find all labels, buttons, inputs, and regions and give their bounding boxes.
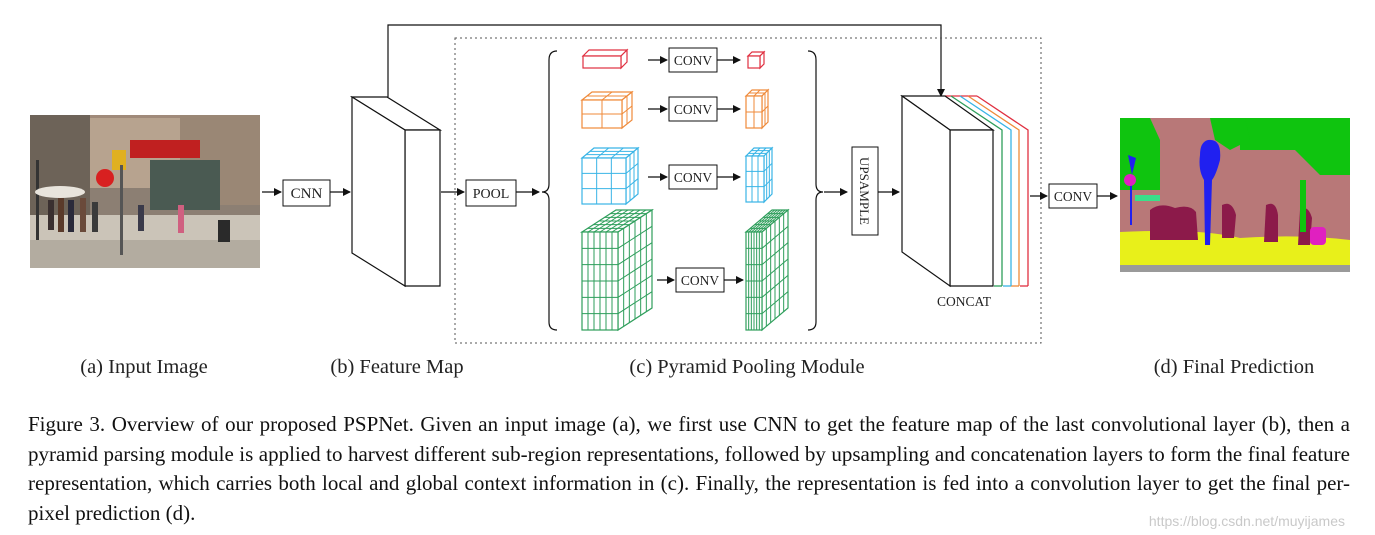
segmentation-map xyxy=(1120,118,1350,272)
pool-label: POOL xyxy=(473,187,510,202)
concat-layers xyxy=(945,95,1029,287)
final-conv-box xyxy=(1048,183,1098,209)
section-label-a: (a) Input Image xyxy=(80,356,208,378)
feature-map-block xyxy=(349,95,443,288)
cnn-box xyxy=(282,179,331,207)
level-2-output xyxy=(744,88,770,130)
final-conv-label: CONV xyxy=(1054,189,1093,204)
watermark: https://blog.csdn.net/muyijames xyxy=(1148,513,1345,529)
level-4-pooled xyxy=(579,208,655,332)
level-1-output xyxy=(746,50,766,70)
level-2-conv: CONV xyxy=(648,96,741,122)
figure-caption: Figure 3. Overview of our proposed PSPNe… xyxy=(28,412,1350,525)
concat-label: CONCAT xyxy=(937,294,992,309)
pyramid-levels xyxy=(579,48,790,332)
level-1-conv: CONV xyxy=(648,47,741,73)
section-label-d: (d) Final Prediction xyxy=(1154,356,1315,378)
input-image xyxy=(30,115,260,268)
level-3-pooled xyxy=(580,146,640,206)
pool-box xyxy=(465,179,517,207)
conv-label-1: CONV xyxy=(674,53,713,68)
section-label-b: (b) Feature Map xyxy=(330,356,463,378)
conv-label-2: CONV xyxy=(674,102,713,117)
section-label-c: (c) Pyramid Pooling Module xyxy=(629,356,864,378)
level-2-pooled xyxy=(580,90,634,130)
conv-label-3: CONV xyxy=(674,170,713,185)
skip-connection xyxy=(387,24,945,97)
conv-label-4: CONV xyxy=(681,273,720,288)
pspnet-diagram: CNN POOL CONV CONV CONV CON xyxy=(30,24,1350,378)
level-3-conv: CONV xyxy=(648,164,741,190)
upsample-box xyxy=(851,146,879,236)
right-bracket xyxy=(807,50,824,331)
level-4-output xyxy=(744,208,790,332)
level-4-conv: CONV xyxy=(657,267,744,293)
upsample-label: UPSAMPLE xyxy=(857,157,872,225)
left-bracket xyxy=(541,50,558,331)
concat-block xyxy=(900,94,995,288)
level-1-pooled xyxy=(581,48,629,70)
cnn-label: CNN xyxy=(291,186,323,202)
level-3-output xyxy=(744,146,774,204)
